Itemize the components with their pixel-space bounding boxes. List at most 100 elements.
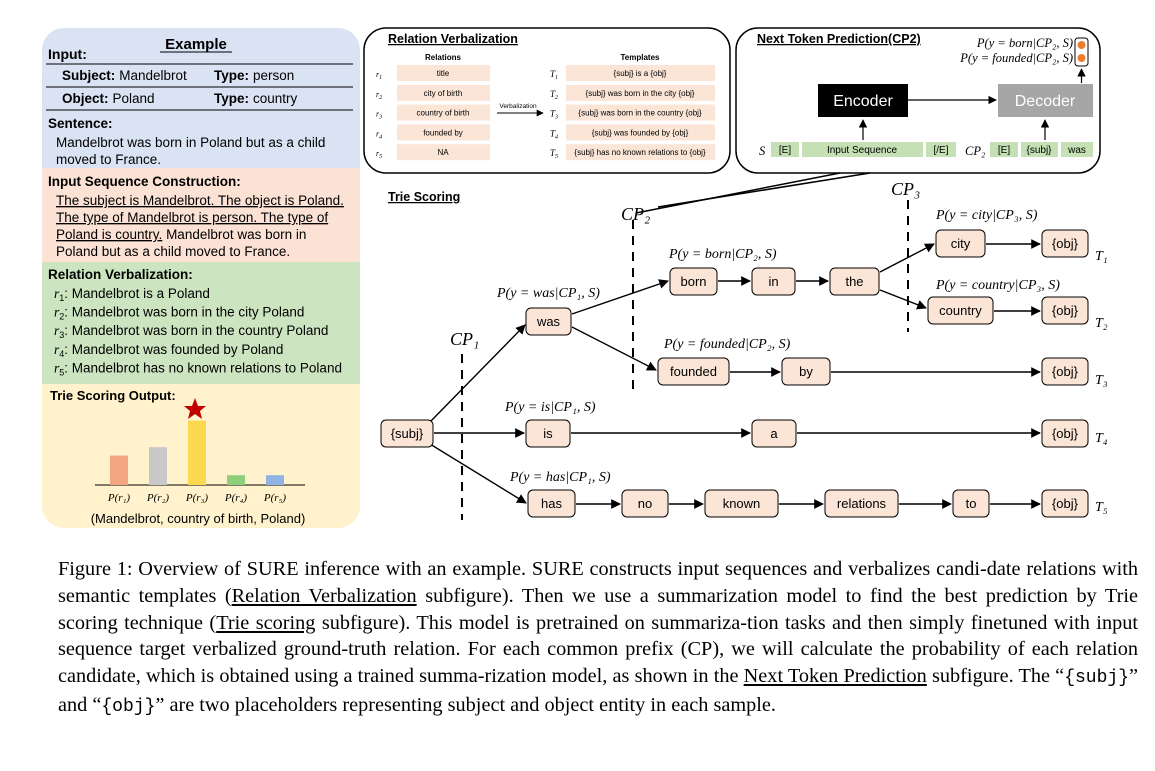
trie-node-subj: {subj} <box>380 419 434 448</box>
rv-row-r: r2 <box>376 90 382 101</box>
svg-text:in: in <box>768 274 778 289</box>
cp2-token-e <box>990 142 1018 157</box>
caption-u1: U <box>258 558 273 580</box>
tso-bar-label: P(r₅) <box>263 492 286 504</box>
trie-node-was: was <box>525 307 572 336</box>
input-label: Input: <box>48 46 87 62</box>
rv-row-r: r4 <box>376 129 382 140</box>
prob-born: P(y = born|CP₂, S) <box>668 247 777 262</box>
trie-node-a: a <box>751 419 797 448</box>
rv-row-r: r1 <box>376 70 382 81</box>
prob-city: P(y = city|CP₃, S) <box>935 208 1038 223</box>
rv-item-text: : Mandelbrot was born in the city Poland <box>64 305 304 320</box>
isc-section-bg <box>42 168 360 262</box>
isc-line-3b: Mandelbrot was born in <box>162 227 306 242</box>
example-title: Example <box>165 36 227 53</box>
rv-panel-title: Relation Verbalization <box>388 32 518 46</box>
rv-item-symbol: r <box>54 342 60 357</box>
caption-lead: Figure 1: Overview of <box>58 558 247 580</box>
s-token-end <box>926 142 956 157</box>
t-label-2: T₂ <box>1095 316 1108 331</box>
svg-text:to: to <box>966 496 977 511</box>
trie-node-obj2: {obj} <box>1041 296 1089 325</box>
isc-line-3: Poland is country. Mandelbrot was born i… <box>56 227 306 242</box>
rv-template-cell <box>566 104 715 121</box>
t-label-4: T₄ <box>1095 431 1108 446</box>
rv-item: r4: Mandelbrot was founded by Poland <box>54 342 283 359</box>
verbalization-arrow-label: Verbalization <box>499 103 537 110</box>
tso-bar <box>188 420 206 485</box>
sentence-label: Sentence: <box>48 116 113 131</box>
input-section-bg <box>42 28 360 168</box>
subject-row: Subject:Mandelbrot <box>62 68 187 83</box>
tso-bar-label: P(r₃) <box>185 492 208 504</box>
rv-item-symbol: r <box>54 323 60 338</box>
caption-tail: ” are two placeholders representing subj… <box>155 693 776 716</box>
trie-node-has: has <box>527 489 576 518</box>
object-value: Poland <box>113 91 155 106</box>
rv-row-t: T5 <box>550 148 558 160</box>
tso-chart: P(r₁)P(r₂)P(r₃)P(r₄)P(r₅) <box>95 420 305 504</box>
caption-link-trie-scoring[interactable]: Trie scoring <box>216 611 316 634</box>
svg-text:born: born <box>680 274 706 289</box>
rv-relation-text: founded by <box>423 128 463 137</box>
encoder-box <box>818 84 908 117</box>
caption-link-relation-verbalization[interactable]: Relation Verbalization <box>231 584 417 607</box>
rv-template-cell <box>566 65 715 81</box>
t-label-3: T₃ <box>1095 373 1108 388</box>
trie-node-obj1: {obj} <box>1041 229 1089 258</box>
rv-item: r2: Mandelbrot was born in the city Pola… <box>54 305 304 322</box>
rv-relation-text: country of birth <box>417 109 470 118</box>
caption-link-next-token[interactable]: Next Token Prediction <box>743 665 927 688</box>
cp3-label: CP₃ <box>891 179 920 199</box>
svg-text:by: by <box>799 364 813 379</box>
rv-label: Relation Verbalization: <box>48 267 193 282</box>
subject-label: Subject: <box>62 68 115 83</box>
tso-bar <box>110 455 128 485</box>
object-label: Object: <box>62 91 109 106</box>
trie-node-to: to <box>952 489 990 518</box>
rv-item-sub: 2 <box>59 312 64 322</box>
s-label: S <box>759 144 766 158</box>
tso-label: Trie Scoring Output: <box>50 388 176 403</box>
figure-caption: Figure 1: Overview of SURE inference wit… <box>58 556 1138 721</box>
trie-node-known: known <box>704 489 779 518</box>
rv-relation-cell <box>397 144 490 161</box>
caption-u2: U <box>543 558 558 580</box>
svg-text:known: known <box>723 496 761 511</box>
t-label-1: T₁ <box>1095 249 1108 264</box>
rv-item: r3: Mandelbrot was born in the country P… <box>54 323 328 340</box>
svg-text:has: has <box>541 496 562 511</box>
caption-mid2: subfigure). This model is pretrained on … <box>58 611 1138 688</box>
s-token-e-label: [E] <box>779 145 791 156</box>
rv-item-symbol: r <box>54 360 60 375</box>
rv-relation-text: title <box>437 69 450 78</box>
trie-node-born: born <box>669 267 718 296</box>
cp2-token-was-label: was <box>1067 145 1086 156</box>
trie-node-country: country <box>927 296 994 325</box>
rv-item-text: : Mandelbrot has no known relations to P… <box>64 360 342 375</box>
decoder-box <box>998 84 1093 117</box>
svg-text:a: a <box>770 426 778 441</box>
rv-row-r: r3 <box>376 110 382 121</box>
encoder-label: Encoder <box>833 93 893 110</box>
rv-item: r1: Mandelbrot is a Poland <box>54 286 210 303</box>
rv-relation-text: NA <box>437 148 449 157</box>
trie-node-is: is <box>525 419 571 448</box>
isc-label: Input Sequence Construction: <box>48 174 241 189</box>
decoder-label: Decoder <box>1015 93 1076 110</box>
caption-mid3: subfigure. The “ <box>926 665 1065 688</box>
rv-template-cell <box>566 124 715 141</box>
rv-item-sub: 3 <box>59 330 64 340</box>
t-label-5: T₅ <box>1095 500 1108 515</box>
caption-re2: RE constructs input sequences and verbal… <box>58 558 1139 607</box>
prob-has: P(y = has|CP₁, S) <box>509 470 611 485</box>
rv-item-text: : Mandelbrot was born in the country Pol… <box>64 323 328 338</box>
svg-text:{obj}: {obj} <box>1052 496 1079 511</box>
rv-relation-cell <box>397 65 490 81</box>
templates-header: Templates <box>621 53 661 62</box>
